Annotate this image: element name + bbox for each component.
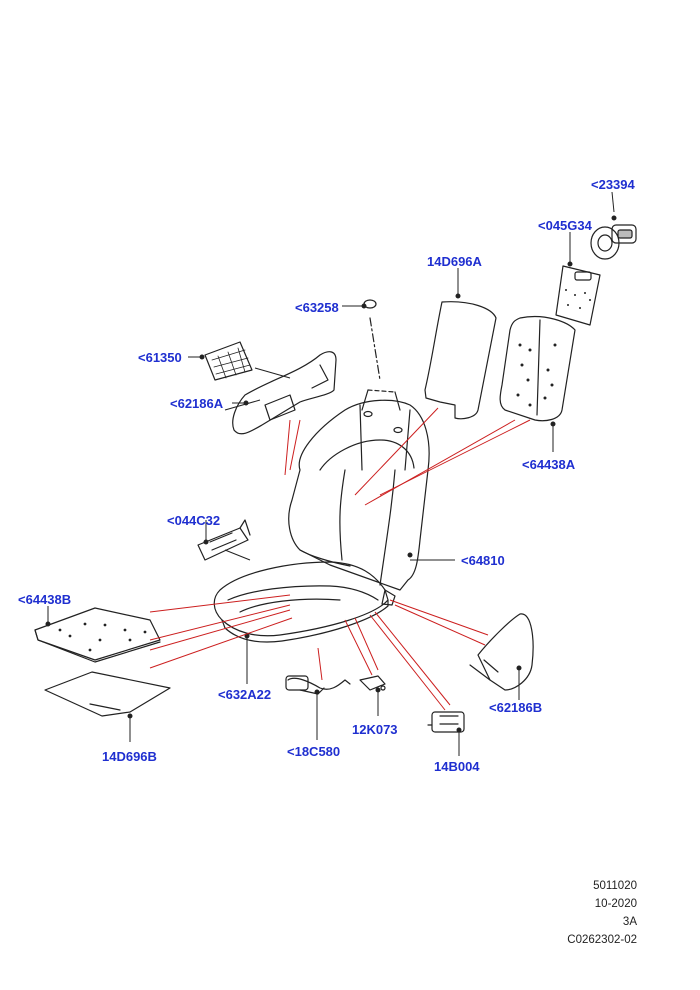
callout-045g34: <045G34 xyxy=(538,218,592,233)
reference-revision: 3A xyxy=(622,916,637,928)
side-trim-upper xyxy=(232,351,337,435)
callout-61350: <61350 xyxy=(138,350,182,365)
reference-block: 5011020 10-2020 3A C0262302-02 xyxy=(517,877,637,949)
side-trim-lower xyxy=(469,613,534,691)
reference-date: 10-2020 xyxy=(594,898,637,910)
mesh-panel xyxy=(204,341,253,381)
callout-64438b: <64438B xyxy=(18,592,72,607)
seat-backrest xyxy=(288,399,430,591)
cushion-pad-lower xyxy=(44,671,171,717)
lumbar-motor xyxy=(590,224,637,260)
electronic-module xyxy=(427,711,465,733)
callout-18c580: <18C580 xyxy=(287,744,341,759)
callout-12k073: 12K073 xyxy=(352,722,398,737)
callout-14d696b: 14D696B xyxy=(102,749,157,764)
module-panel xyxy=(555,265,601,326)
callout-632a22: <632A22 xyxy=(218,687,272,702)
callout-14b004: 14B004 xyxy=(434,759,480,774)
backrest-pad-upper xyxy=(424,301,497,420)
callout-62186b: <62186B xyxy=(489,700,543,715)
recliner-bracket xyxy=(197,519,251,561)
callout-64438a: <64438A xyxy=(522,457,576,472)
heater-mat-back xyxy=(499,316,576,422)
heater-mat-cushion xyxy=(34,607,161,663)
callout-64810: <64810 xyxy=(461,553,505,568)
callout-62186a: <62186A xyxy=(170,396,224,411)
callout-63258: <63258 xyxy=(295,300,339,315)
callout-044c32: <044C32 xyxy=(167,513,221,528)
callout-23394: <23394 xyxy=(591,177,635,192)
callout-14d696a: 14D696A xyxy=(427,254,482,269)
reference-number: 5011020 xyxy=(593,880,637,892)
reference-code: C0262302-02 xyxy=(567,934,637,946)
connector xyxy=(359,675,386,691)
